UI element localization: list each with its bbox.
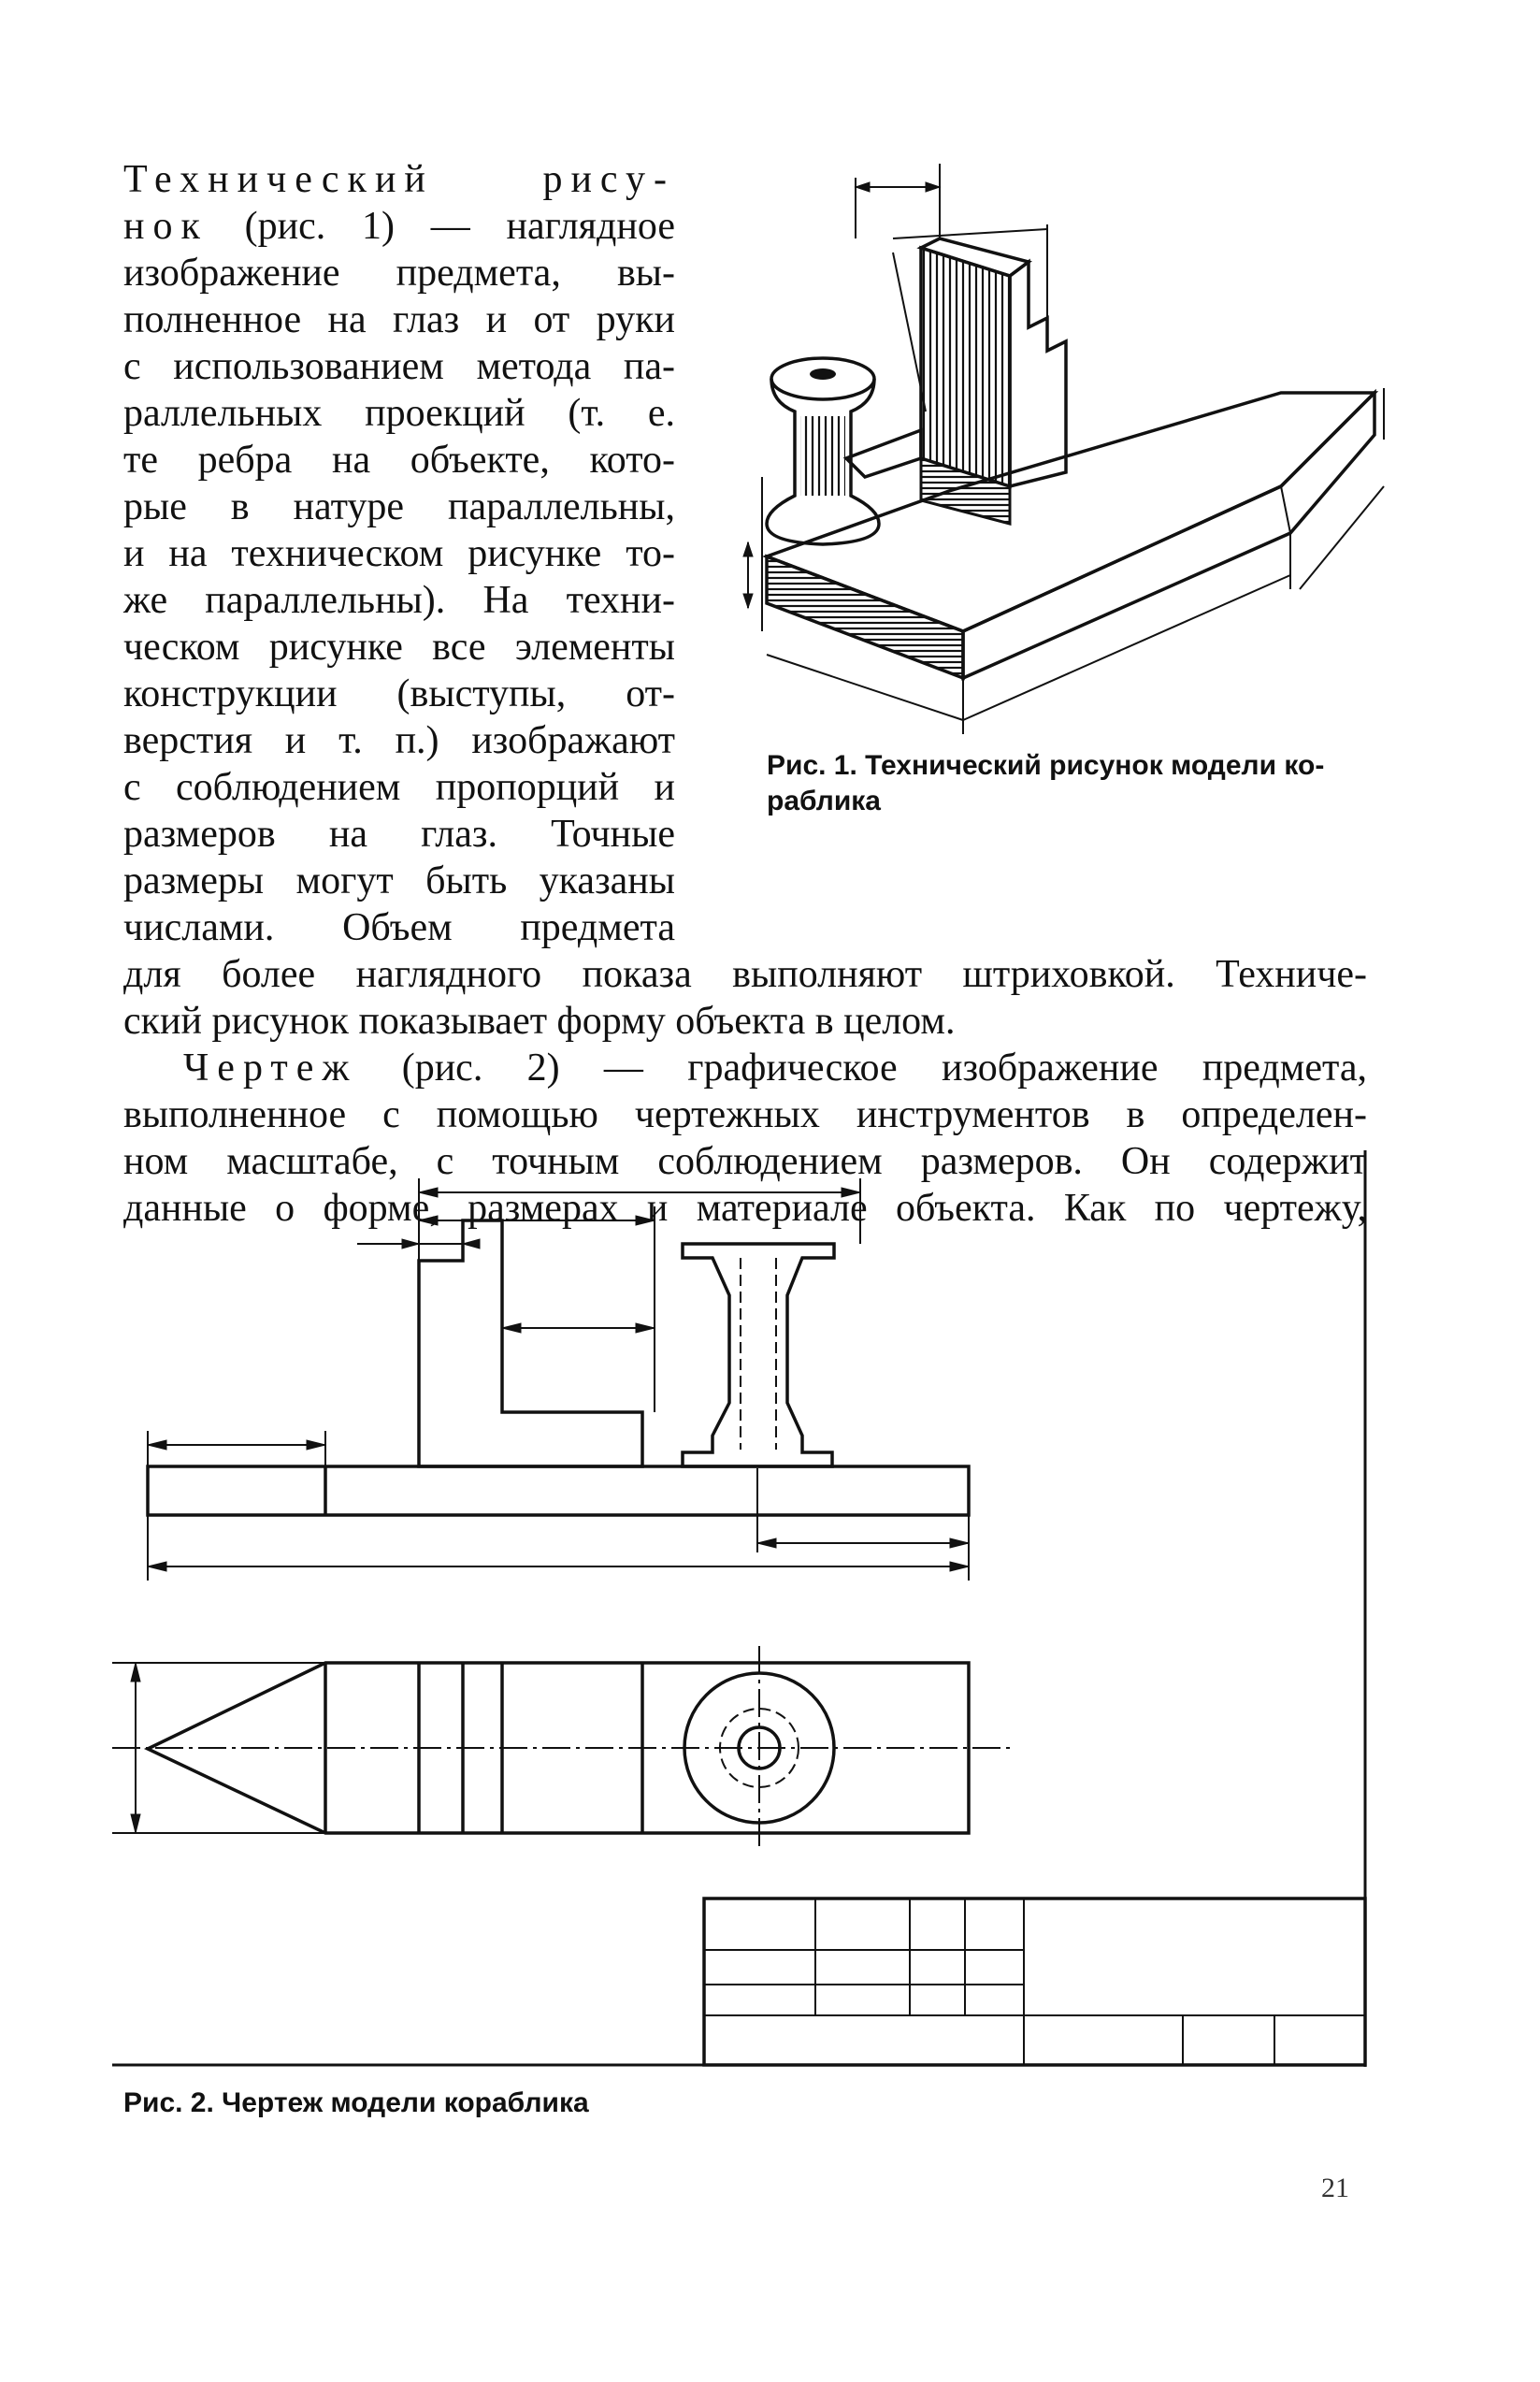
text-line: Чертеж (рис. 2) — графическое изображени…	[183, 1046, 1367, 1090]
figure-2-caption: Рис. 2. Чертеж модели кораблика	[123, 2087, 589, 2118]
cabin-lower-step	[919, 455, 1012, 526]
text-line: размеры могут быть указаны	[123, 859, 675, 902]
text-line: верстия и т. п.) изображают	[123, 719, 675, 762]
text-line: с использованием метода па-	[123, 345, 675, 388]
dimension-line	[1299, 485, 1385, 590]
arrow-icon	[461, 1238, 481, 1249]
dimension-leader	[892, 252, 927, 412]
spool-shading	[800, 416, 845, 496]
figure-2-engineering-drawing	[112, 1150, 1367, 2067]
text-line: те ребра на объекте, кото-	[123, 439, 675, 482]
text-line: и на техническом рисунке то-	[123, 532, 675, 575]
dimension-line	[962, 574, 1291, 721]
text-line: выполненное с помощью чертежных инструме…	[123, 1093, 1367, 1136]
text-line: Технический рису-	[123, 158, 675, 201]
cabin-step-top	[842, 427, 923, 480]
text-line: нок (рис. 1) — наглядное	[123, 204, 675, 249]
text-line: для более наглядного показа выполняют шт…	[123, 953, 1367, 996]
text-line: ский рисунок показывает форму объекта в …	[123, 1000, 956, 1043]
text-line: ческом рисунке все элементы	[123, 626, 675, 669]
spool-body	[765, 378, 881, 546]
arrow-icon	[841, 1187, 861, 1198]
arrow-icon	[401, 1238, 421, 1249]
text-line: изображение предмета, вы-	[123, 252, 675, 295]
arrow-icon	[147, 1561, 167, 1572]
hull-top-view	[143, 1661, 971, 1835]
text-line: же параллельны). На техни-	[123, 579, 675, 622]
arrow-icon	[742, 593, 754, 610]
arrow-icon	[742, 541, 754, 557]
cabin-front-view	[417, 1219, 644, 1468]
arrow-icon	[306, 1439, 326, 1451]
spool-hole	[810, 368, 836, 380]
caption-line: Рис. 1. Технический рисунок модели ко-	[767, 750, 1325, 781]
cabin-front-hatch	[919, 245, 1012, 489]
arrow-icon	[635, 1215, 655, 1226]
text-fragment: (рис. 2) — графическое изображение предм…	[357, 1047, 1367, 1090]
dimension-line	[766, 654, 964, 721]
arrow-icon	[418, 1215, 439, 1226]
text-line: данные о форме, размерах и материале объ…	[123, 1187, 1367, 1230]
hull-edge	[1280, 485, 1291, 534]
arrow-icon	[854, 181, 871, 193]
caption-line: раблика	[767, 786, 881, 816]
text-fragment: (рис. 1) — наглядное	[208, 205, 675, 248]
term-technical-drawing: нок	[123, 205, 209, 248]
text-line: размеров на глаз. Точные	[123, 813, 675, 856]
hull-side-face	[961, 388, 1376, 681]
text-line: раллельных проекций (т. е.	[123, 392, 675, 435]
arrow-icon	[147, 1439, 167, 1451]
arrow-icon	[130, 1662, 141, 1682]
arrow-icon	[949, 1537, 970, 1549]
term-drawing: Чертеж	[183, 1047, 358, 1090]
text-line: с соблюдением пропорций и	[123, 766, 675, 809]
hull-front-face	[765, 554, 965, 681]
arrow-icon	[130, 1813, 141, 1834]
arrow-icon	[418, 1187, 439, 1198]
text-line: конструкции (выступы, от-	[123, 672, 675, 715]
text-line: полненное на глаз и от руки	[123, 298, 675, 341]
hull-front-view	[146, 1465, 971, 1517]
text-line: числами. Объем предмета	[123, 906, 675, 949]
arrow-icon	[756, 1537, 777, 1549]
cabin-side	[1008, 258, 1068, 489]
text-line: ном масштабе, с точным соблюдением разме…	[123, 1140, 1367, 1183]
arrow-icon	[949, 1561, 970, 1572]
title-block	[702, 1897, 1367, 2067]
arrow-icon	[925, 181, 942, 193]
dimension-line	[892, 228, 1048, 239]
figure-1-technical-sketch	[742, 164, 1385, 734]
spool-front-view	[681, 1242, 836, 1468]
page-number: 21	[1321, 2173, 1349, 2203]
arrow-icon	[635, 1322, 655, 1334]
arrow-icon	[501, 1322, 522, 1334]
figure-1-caption: Рис. 1. Технический рисунок модели ко- р…	[767, 748, 1324, 819]
text-line: рые в натуре параллельны,	[123, 485, 675, 528]
